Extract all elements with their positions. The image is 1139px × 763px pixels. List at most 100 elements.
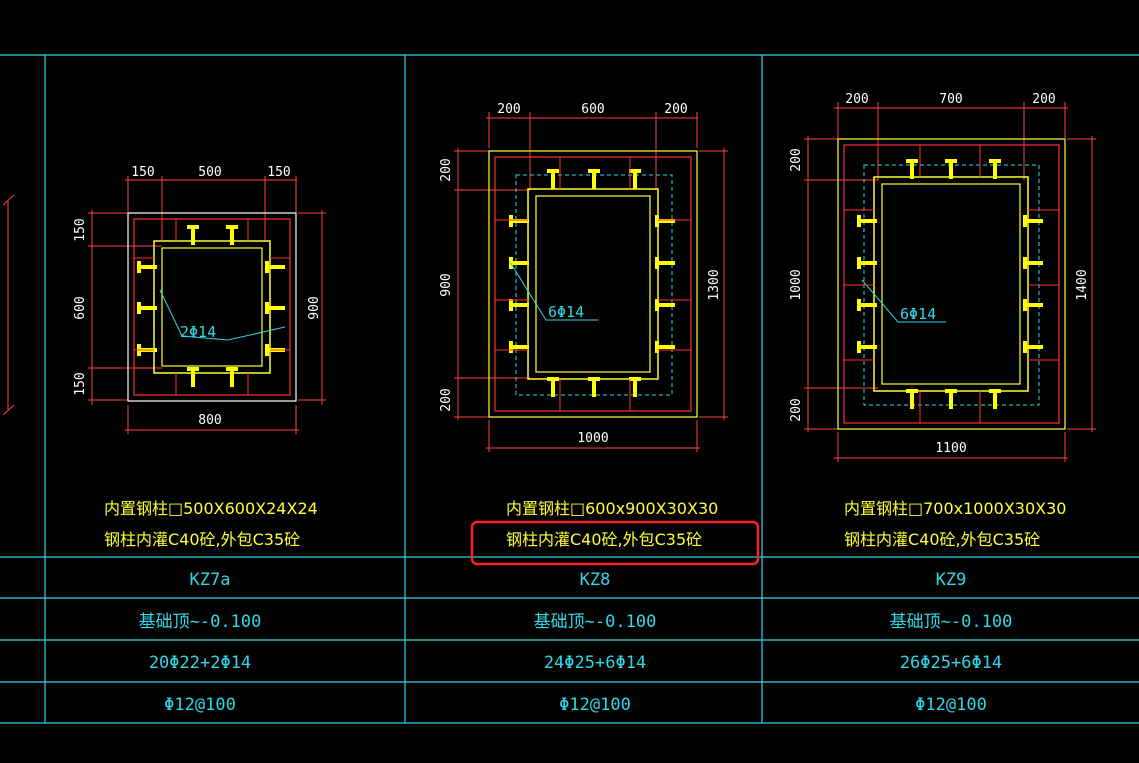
shear-stud xyxy=(139,306,157,310)
shear-stud xyxy=(1025,219,1043,223)
top-dim-middle: 700 xyxy=(939,92,962,107)
top-dim-middle: 500 xyxy=(198,165,221,180)
shear-stud xyxy=(551,171,555,189)
shear-stud-head xyxy=(187,367,199,371)
shear-stud xyxy=(230,227,234,245)
top-dim-middle: 600 xyxy=(581,102,604,117)
bottom-dim: 1000 xyxy=(577,431,608,446)
shear-stud-head xyxy=(137,302,141,314)
column-section-kz9: 200 700 200 1100 200 1000 200 1400 6Φ14 xyxy=(789,92,1096,462)
shear-stud-head xyxy=(945,159,957,163)
shear-stud xyxy=(191,227,195,245)
shear-stud xyxy=(139,265,157,269)
left-dim-bottom: 200 xyxy=(789,398,804,421)
left-partial-dimension: 1000 xyxy=(2,194,15,416)
top-dim-right: 200 xyxy=(664,102,687,117)
shear-stud-head xyxy=(226,367,238,371)
cell-name-kz7a: KZ7a xyxy=(190,570,231,590)
shear-stud xyxy=(657,219,675,223)
cell-longitudinal-kz9: 26Φ25+6Φ14 xyxy=(900,653,1002,673)
left-dim-middle: 1000 xyxy=(789,269,804,300)
cell-name-kz8: KZ8 xyxy=(580,570,611,590)
shear-stud xyxy=(511,345,529,349)
shear-stud-head xyxy=(857,257,861,269)
rebar-leader-line xyxy=(159,289,286,341)
dimension-lines xyxy=(804,102,1096,462)
top-dim-left: 200 xyxy=(497,102,520,117)
shear-stud-head xyxy=(265,344,269,356)
left-dim-middle: 600 xyxy=(73,296,88,319)
shear-stud xyxy=(592,379,596,397)
rebar-label: 6Φ14 xyxy=(548,303,584,321)
shear-studs xyxy=(509,169,675,397)
shear-stud-head xyxy=(1023,299,1027,311)
shear-stud-head xyxy=(226,225,238,229)
shear-stud xyxy=(1025,261,1043,265)
cell-longitudinal-kz8: 24Φ25+6Φ14 xyxy=(544,653,646,673)
shear-stud-head xyxy=(588,377,600,381)
outer-stirrup xyxy=(133,218,291,396)
shear-stud-head xyxy=(857,299,861,311)
shear-stud-head xyxy=(265,302,269,314)
left-dim-top: 150 xyxy=(73,218,88,241)
shear-stud xyxy=(1025,303,1043,307)
shear-stud xyxy=(267,306,285,310)
shear-stud xyxy=(949,391,953,409)
cell-elevation-kz8: 基础顶~-0.100 xyxy=(534,612,657,632)
steel-tube-outer xyxy=(527,188,659,380)
left-dim-top: 200 xyxy=(439,158,454,181)
cell-stirrup-kz9: Φ12@100 xyxy=(915,695,987,715)
shear-stud-head xyxy=(945,389,957,393)
column-section-kz8: 200 600 200 1000 200 900 200 1300 6Φ14 xyxy=(439,102,728,452)
cell-stirrup-kz8: Φ12@100 xyxy=(559,695,631,715)
shear-stud-head xyxy=(655,341,659,353)
shear-stud xyxy=(592,171,596,189)
rebar-label: 6Φ14 xyxy=(900,305,936,323)
outer-stirrup xyxy=(494,156,692,412)
shear-stud-head xyxy=(906,389,918,393)
inner-stirrup-dashed xyxy=(863,164,1040,406)
cell-elevation-kz9: 基础顶~-0.100 xyxy=(890,612,1013,632)
shear-stud-head xyxy=(265,261,269,273)
shear-stud-head xyxy=(137,261,141,273)
shear-stud xyxy=(511,261,529,265)
top-dim-right: 150 xyxy=(267,165,290,180)
cell-elevation-kz7a: 基础顶~-0.100 xyxy=(139,612,262,632)
shear-stud-head xyxy=(1023,257,1027,269)
left-dim-top: 200 xyxy=(789,148,804,171)
shear-stud xyxy=(859,345,877,349)
shear-stud xyxy=(657,303,675,307)
shear-stud xyxy=(993,391,997,409)
bottom-dim: 800 xyxy=(198,413,221,428)
steel-tube-inner xyxy=(881,183,1021,385)
right-dim: 1400 xyxy=(1075,269,1090,300)
steel-tube-outer xyxy=(873,176,1029,392)
shear-stud-head xyxy=(509,215,513,227)
shear-studs xyxy=(137,225,285,387)
column-section-kz7a: 150 500 150 800 150 600 150 900 2Φ14 xyxy=(73,165,326,434)
shear-stud-head xyxy=(509,299,513,311)
note-concrete-kz9: 钢柱内灌C40砼,外包C35砼 xyxy=(844,530,1040,549)
shear-stud-head xyxy=(187,225,199,229)
shear-stud xyxy=(859,303,877,307)
note-concrete-kz7a: 钢柱内灌C40砼,外包C35砼 xyxy=(104,530,300,549)
note-steel-kz8: 内置钢柱□600x900X30X30 xyxy=(506,499,718,518)
shear-stud-head xyxy=(857,215,861,227)
left-dim-middle: 900 xyxy=(439,273,454,296)
concrete-outline xyxy=(488,150,698,418)
top-dim-right: 200 xyxy=(1032,92,1055,107)
note-concrete-kz8: 钢柱内灌C40砼,外包C35砼 xyxy=(506,530,702,549)
shear-stud-head xyxy=(989,389,1001,393)
shear-stud xyxy=(230,369,234,387)
shear-stud xyxy=(551,379,555,397)
shear-stud-head xyxy=(857,341,861,353)
shear-stud xyxy=(859,261,877,265)
shear-stud xyxy=(633,379,637,397)
top-dim-left: 150 xyxy=(131,165,154,180)
shear-stud-head xyxy=(989,159,1001,163)
shear-stud xyxy=(910,161,914,179)
shear-stud xyxy=(657,345,675,349)
note-steel-kz9: 内置钢柱□700x1000X30X30 xyxy=(844,499,1067,518)
shear-stud xyxy=(1025,345,1043,349)
